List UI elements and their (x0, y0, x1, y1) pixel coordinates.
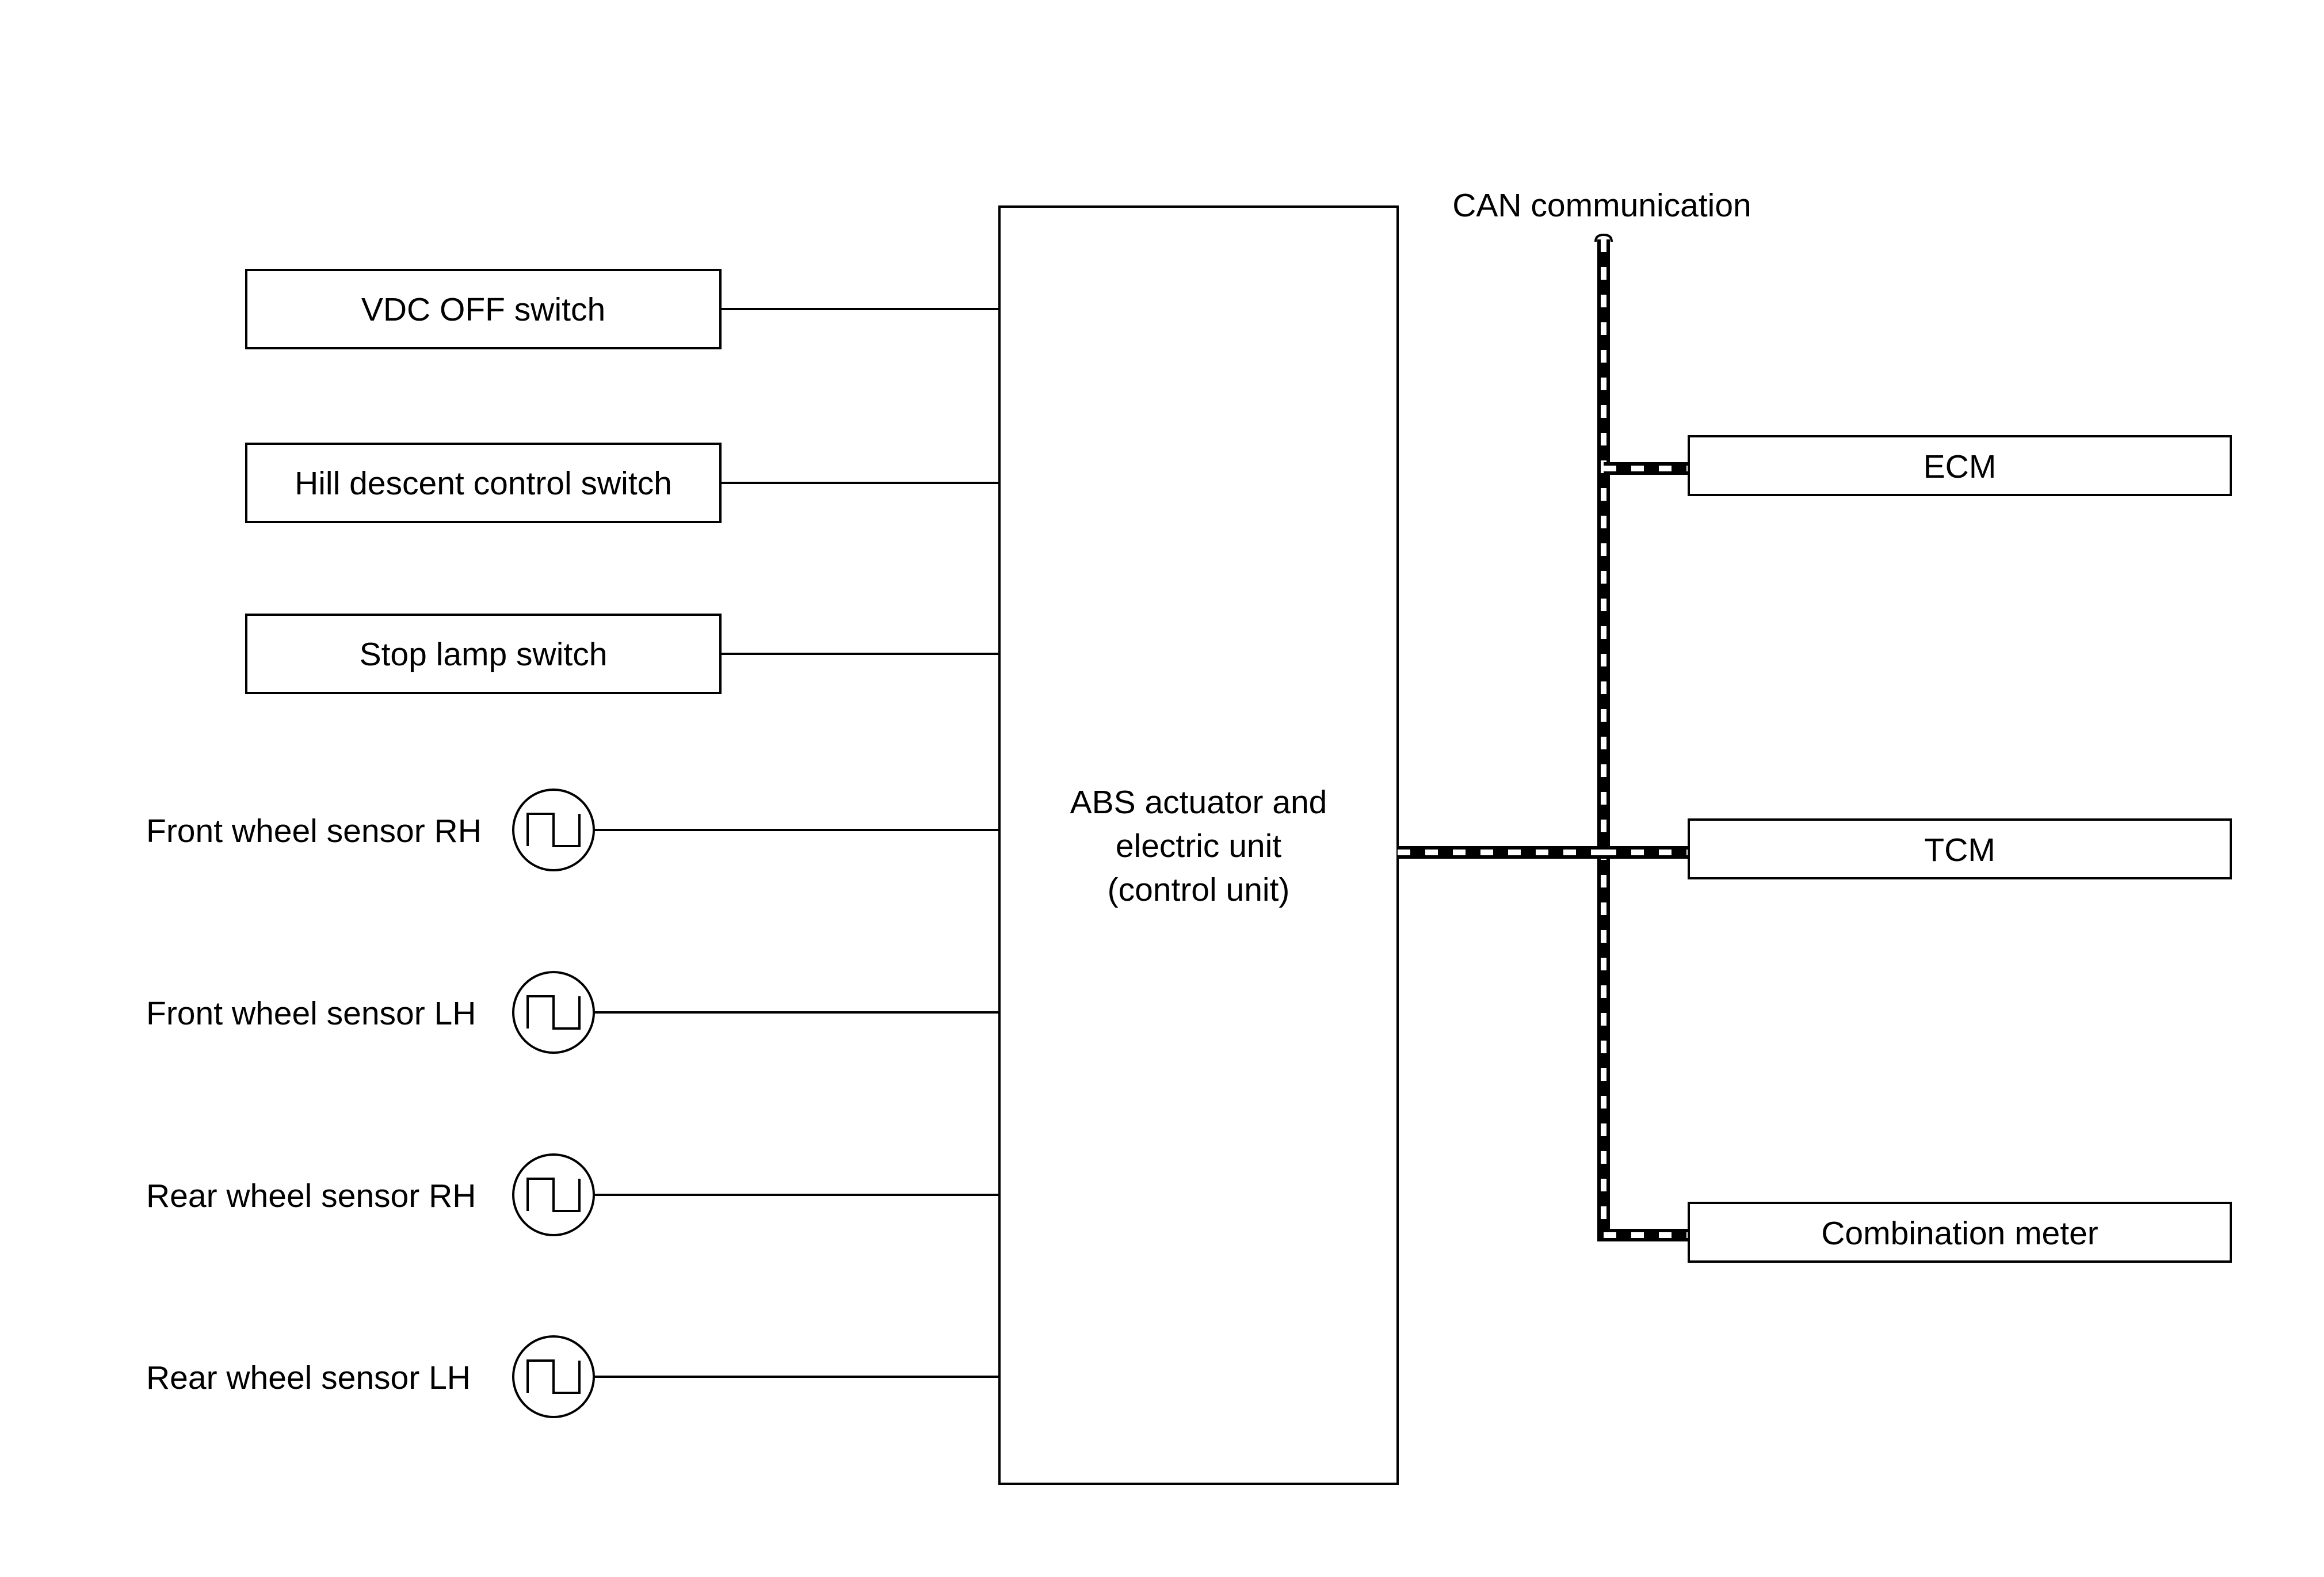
can-communication-label: CAN communication (1452, 187, 1751, 224)
front-wheel-sensor-rh-label: Front wheel sensor RH (146, 813, 482, 850)
tcm-node: TCM (1688, 818, 2232, 879)
ecm-box (1688, 435, 2232, 496)
control-unit-label-line-2: electric unit (1116, 828, 1281, 864)
stop-lamp-switch-label: Stop lamp switch (360, 636, 608, 673)
rear-wheel-sensor-lh-pulse-icon (526, 1359, 581, 1394)
hill-descent-control-switch-box (245, 443, 722, 523)
front-wheel-sensor-rh: Front wheel sensor RH (146, 788, 999, 871)
stop-lamp-switch: Stop lamp switch (245, 614, 999, 694)
rear-wheel-sensor-rh-pulse-icon (526, 1178, 581, 1212)
rear-wheel-sensor-rh: Rear wheel sensor RH (146, 1153, 999, 1236)
rear-wheel-sensor-rh-label: Rear wheel sensor RH (146, 1178, 476, 1214)
ecm-node: ECM (1688, 435, 2232, 496)
can-bus: CAN communication (1398, 187, 1751, 1241)
rear-wheel-sensor-lh-label: Rear wheel sensor LH (146, 1359, 471, 1396)
ecm-label: ECM (1924, 448, 1997, 485)
tcm-box (1688, 818, 2232, 879)
hill-descent-control-switch-label: Hill descent control switch (295, 465, 672, 502)
combination-meter-box (1688, 1202, 2232, 1263)
front-wheel-sensor-lh-label: Front wheel sensor LH (146, 995, 476, 1032)
vdc-off-switch-label: VDC OFF switch (361, 291, 605, 328)
combination-meter-node: Combination meter (1688, 1202, 2232, 1263)
can-bus-bracket (1594, 233, 1613, 242)
front-wheel-sensor-rh-pulse-icon (526, 813, 581, 847)
rear-wheel-sensor-lh: Rear wheel sensor LH (146, 1335, 999, 1418)
control-unit-label-line-3: (control unit) (1108, 871, 1290, 908)
stop-lamp-switch-box (245, 614, 722, 694)
vdc-off-switch-box (245, 269, 722, 349)
combination-meter-label: Combination meter (1821, 1215, 2098, 1252)
hill-descent-control-switch: Hill descent control switch (245, 443, 999, 523)
tcm-label: TCM (1924, 832, 1995, 869)
front-wheel-sensor-lh-pulse-icon (526, 995, 581, 1030)
abs-control-unit-box (998, 205, 1399, 1485)
front-wheel-sensor-lh: Front wheel sensor LH (146, 971, 999, 1054)
vdc-off-switch: VDC OFF switch (245, 269, 999, 349)
control-unit-label-line-1: ABS actuator and (1070, 784, 1327, 821)
